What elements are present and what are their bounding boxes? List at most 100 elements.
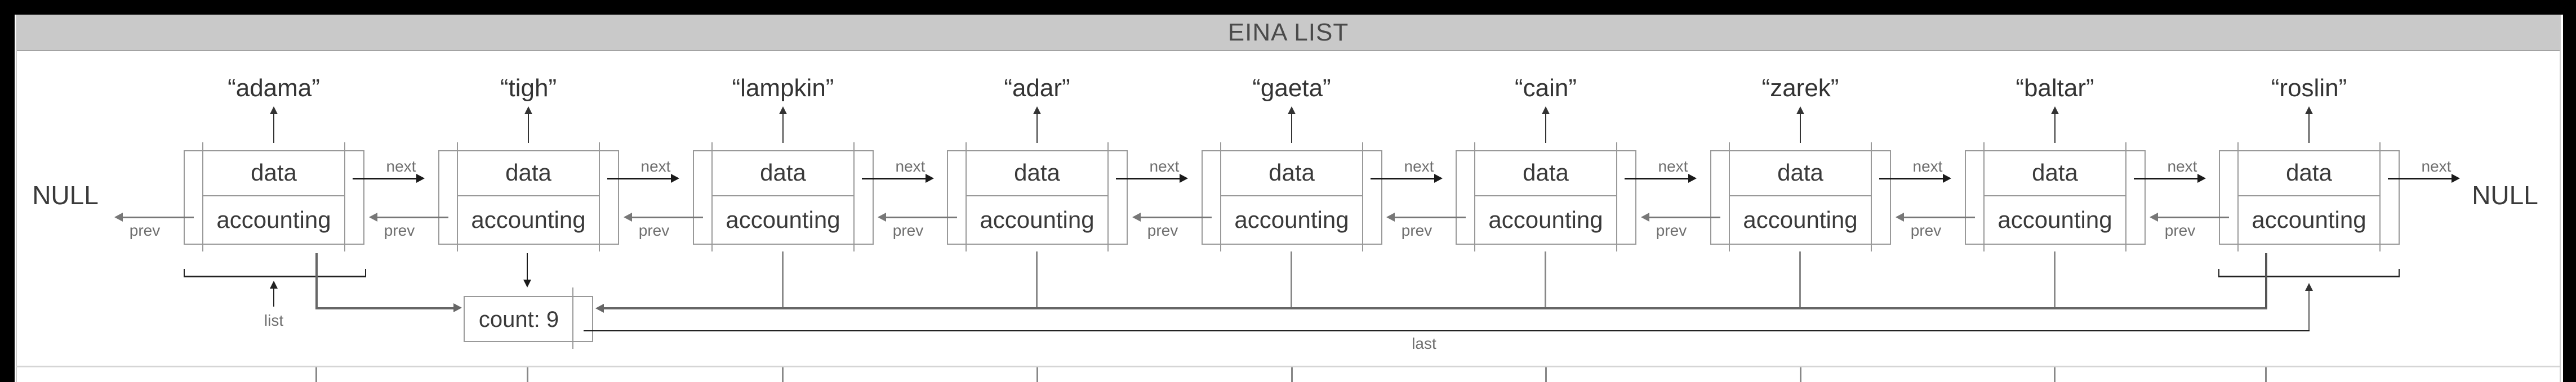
data-cell: data	[251, 159, 297, 186]
node-inner-left-border	[1474, 142, 1475, 251]
node-inner-right-border	[1616, 142, 1617, 251]
next-arrow-line	[1371, 178, 1435, 179]
next-label: next	[2167, 158, 2197, 175]
node-box	[947, 150, 1128, 245]
prev-label: prev	[2164, 222, 2196, 239]
prev-arrowhead-icon	[114, 213, 123, 222]
next-arrowhead-icon	[2197, 174, 2206, 183]
data-pointer-line	[273, 114, 274, 143]
list-node: “baltar” data accounting next prev	[1858, 0, 2252, 382]
data-pointer-line	[1291, 114, 1292, 143]
bottom-line-stub	[1800, 367, 1801, 382]
accounting-left-arrowhead-icon	[453, 303, 462, 312]
node-inner-left-border	[966, 142, 967, 251]
accounting-top-arrowhead-icon	[523, 280, 531, 287]
node-row-divider	[2239, 195, 2379, 196]
node-inner-left-border	[457, 142, 458, 251]
node-inner-right-border	[599, 142, 600, 251]
data-cell: data	[1777, 159, 1823, 186]
prev-arrow-line	[123, 217, 194, 218]
next-arrowhead-icon	[1943, 174, 1951, 183]
list-node: “cain” data accounting next prev	[1349, 0, 1743, 382]
prev-label: prev	[1147, 222, 1178, 239]
data-cell: data	[760, 159, 806, 186]
accounting-connector	[782, 251, 784, 309]
prev-label: prev	[1401, 222, 1432, 239]
last-handle-bracket	[2218, 276, 2400, 277]
list-node: “lampkin” data accounting next prev	[586, 0, 980, 382]
node-name-label: “roslin”	[2271, 74, 2347, 102]
node1-accounting-elbow-horizontal	[315, 307, 454, 309]
next-label: next	[1658, 158, 1688, 175]
accounting-cell: accounting	[980, 206, 1095, 233]
next-arrowhead-icon	[1434, 174, 1443, 183]
data-pointer-arrowhead-icon	[779, 106, 787, 114]
node-name-label: “cain”	[1514, 74, 1577, 102]
next-arrow-line	[2388, 178, 2452, 179]
list-node: “tigh” data accounting next prev	[331, 0, 726, 382]
prev-arrowhead-icon	[1132, 213, 1141, 222]
prev-label: prev	[1656, 222, 1687, 239]
prev-arrowhead-icon	[878, 213, 886, 222]
node-inner-right-border	[1871, 142, 1872, 251]
accounting-cell: accounting	[471, 206, 586, 233]
next-arrow-line	[1879, 178, 1943, 179]
next-label: next	[895, 158, 926, 175]
prev-label: prev	[892, 222, 924, 239]
next-arrowhead-icon	[1180, 174, 1188, 183]
next-label: next	[386, 158, 416, 175]
accounting-box-divider	[572, 287, 573, 349]
bottom-line-stub	[2054, 367, 2056, 382]
accounting-connector	[1799, 251, 1801, 309]
node-name-label: “gaeta”	[1252, 74, 1331, 102]
node-row-divider	[458, 195, 599, 196]
prev-arrowhead-icon	[2150, 213, 2158, 222]
node-row-divider	[1221, 195, 1362, 196]
list-pointer-label: list	[264, 312, 284, 329]
data-cell: data	[505, 159, 551, 186]
next-label: next	[1404, 158, 1434, 175]
bottom-line-stub	[315, 367, 317, 382]
bottom-line-stub	[2265, 367, 2267, 382]
list-handle-bracket	[184, 276, 366, 277]
prev-arrow-line	[632, 217, 703, 218]
prev-arrowhead-icon	[624, 213, 632, 222]
next-arrowhead-icon	[2452, 174, 2460, 183]
bottom-line-stub	[527, 367, 528, 382]
null-right-label: NULL	[2472, 181, 2538, 210]
node-name-label: “baltar”	[2016, 74, 2094, 102]
last-pointer-arrowhead-icon	[2305, 283, 2313, 291]
accounting-cell: accounting	[1997, 206, 2112, 233]
data-pointer-arrowhead-icon	[524, 106, 532, 114]
data-cell: data	[1269, 159, 1315, 186]
node-inner-right-border	[2125, 142, 2126, 251]
accounting-connector	[2054, 251, 2056, 309]
list-bracket-left-tick	[184, 269, 185, 277]
data-cell: data	[1014, 159, 1060, 186]
list-node: “gaeta” data accounting next prev	[1095, 0, 1489, 382]
page-title: EINA LIST	[1227, 18, 1349, 46]
data-pointer-arrowhead-icon	[1033, 106, 1041, 114]
data-pointer-arrowhead-icon	[1288, 106, 1296, 114]
last-pointer-label: last	[1412, 335, 1436, 352]
list-bracket-right-tick	[365, 269, 366, 277]
accounting-cell: accounting	[1234, 206, 1349, 233]
next-arrow-line	[2134, 178, 2198, 179]
node-name-label: “lampkin”	[732, 74, 834, 102]
next-label: next	[1149, 158, 1180, 175]
data-pointer-line	[2054, 114, 2056, 143]
list-node: “zarek” data accounting next prev	[1603, 0, 1997, 382]
node-name-label: “adar”	[1004, 74, 1070, 102]
next-arrowhead-icon	[671, 174, 679, 183]
prev-arrowhead-icon	[1641, 213, 1649, 222]
node-box	[438, 150, 619, 245]
data-pointer-arrowhead-icon	[1542, 106, 1550, 114]
node1-accounting-elbow-vertical	[315, 253, 318, 309]
bottom-line-stub	[1036, 367, 1038, 382]
data-cell: data	[2286, 159, 2332, 186]
node-inner-left-border	[1729, 142, 1730, 251]
node-inner-right-border	[853, 142, 855, 251]
node-row-divider	[967, 195, 1107, 196]
node-inner-right-border	[1107, 142, 1109, 251]
null-left-label: NULL	[32, 181, 99, 210]
